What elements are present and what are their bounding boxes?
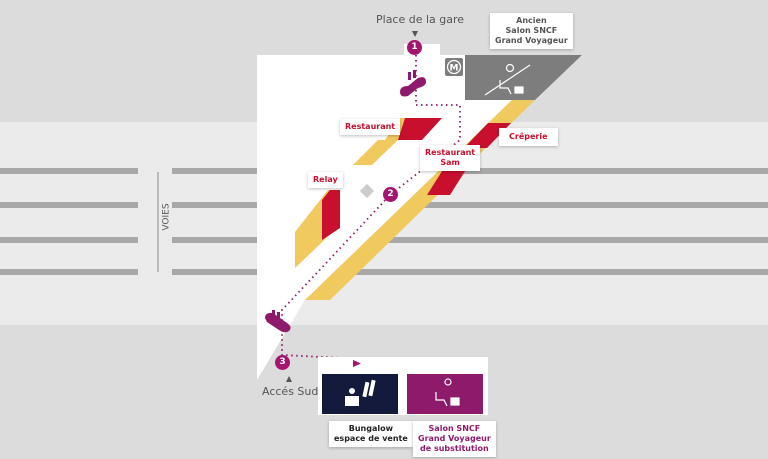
lounge-icon (435, 378, 460, 407)
south-entrance-label: Accés Sud (262, 385, 319, 398)
label-line: Salon SNCF (505, 26, 558, 35)
step-2-marker: 2 (383, 187, 398, 202)
escalator-north-icon (400, 70, 426, 97)
north-entrance-label: Place de la gare (376, 13, 465, 26)
label-line: Salon SNCF (428, 424, 481, 433)
bungalow-block (322, 374, 398, 414)
north-arrow-icon (412, 31, 418, 37)
tracks-label: VOIES (161, 200, 172, 234)
ticket-sale-icon (345, 379, 376, 406)
label-line: Bungalow (348, 424, 394, 433)
restaurant-area (398, 118, 442, 140)
label-line: Grand Voyageur (495, 36, 568, 45)
relay-area (322, 190, 340, 240)
restaurant-label[interactable]: Restaurant (340, 119, 401, 135)
label-line: Sam (440, 158, 460, 167)
svg-text:M: M (450, 64, 459, 74)
step-3-marker: 3 (275, 355, 290, 370)
info-diamond-icon (359, 183, 375, 199)
route-arrow-icon (353, 360, 361, 367)
relay-label[interactable]: Relay (308, 172, 343, 188)
tracks (0, 168, 768, 275)
restaurant-sam-area (427, 168, 467, 195)
concourse (257, 44, 512, 380)
new-lounge-block (407, 374, 483, 414)
label-line: de substitution (420, 444, 489, 453)
label-line: Restaurant (425, 148, 476, 157)
creperie-label[interactable]: Crêperie (499, 128, 558, 146)
lounge-closed-icon (484, 63, 531, 96)
label-line: Grand Voyageur (418, 434, 491, 443)
escalator-south-icon (265, 310, 291, 333)
label-line: espace de vente (334, 434, 408, 443)
south-arrow-icon (286, 376, 292, 382)
label-line: Ancien (516, 16, 547, 25)
step-1-marker: 1 (407, 40, 422, 55)
restaurant-area-yellow2 (353, 140, 398, 165)
